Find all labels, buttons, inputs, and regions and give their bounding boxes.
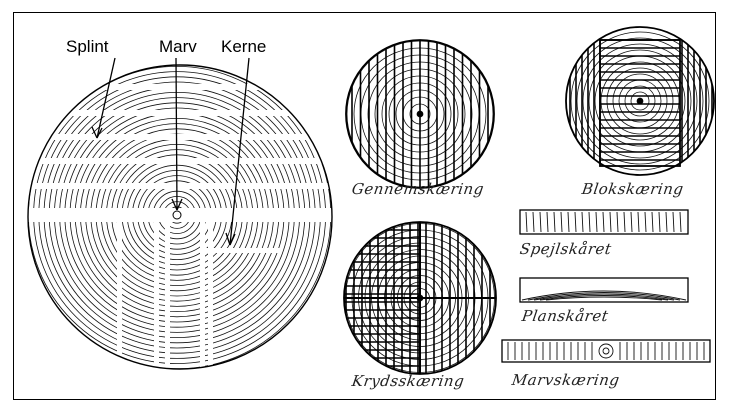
label-splint: Splint [66, 37, 109, 57]
caption-marvskaering: Marvskæring [511, 371, 621, 389]
board-profiles [502, 210, 710, 362]
caption-gennemskaering: Gennemskæring [351, 180, 485, 198]
label-marv: Marv [159, 37, 197, 57]
caption-spejlskaret: Spejlskåret [519, 240, 613, 258]
through-sawn-log [346, 36, 494, 192]
caption-planskaret: Planskåret [521, 307, 610, 325]
cross-sawn-log [339, 217, 501, 379]
log-cross-section [18, 56, 340, 374]
caption-blokskaering: Blokskæring [581, 180, 685, 198]
caption-krydsskaering: Krydsskæring [351, 372, 466, 390]
label-kerne: Kerne [221, 37, 266, 57]
block-sawn-log [565, 26, 715, 176]
